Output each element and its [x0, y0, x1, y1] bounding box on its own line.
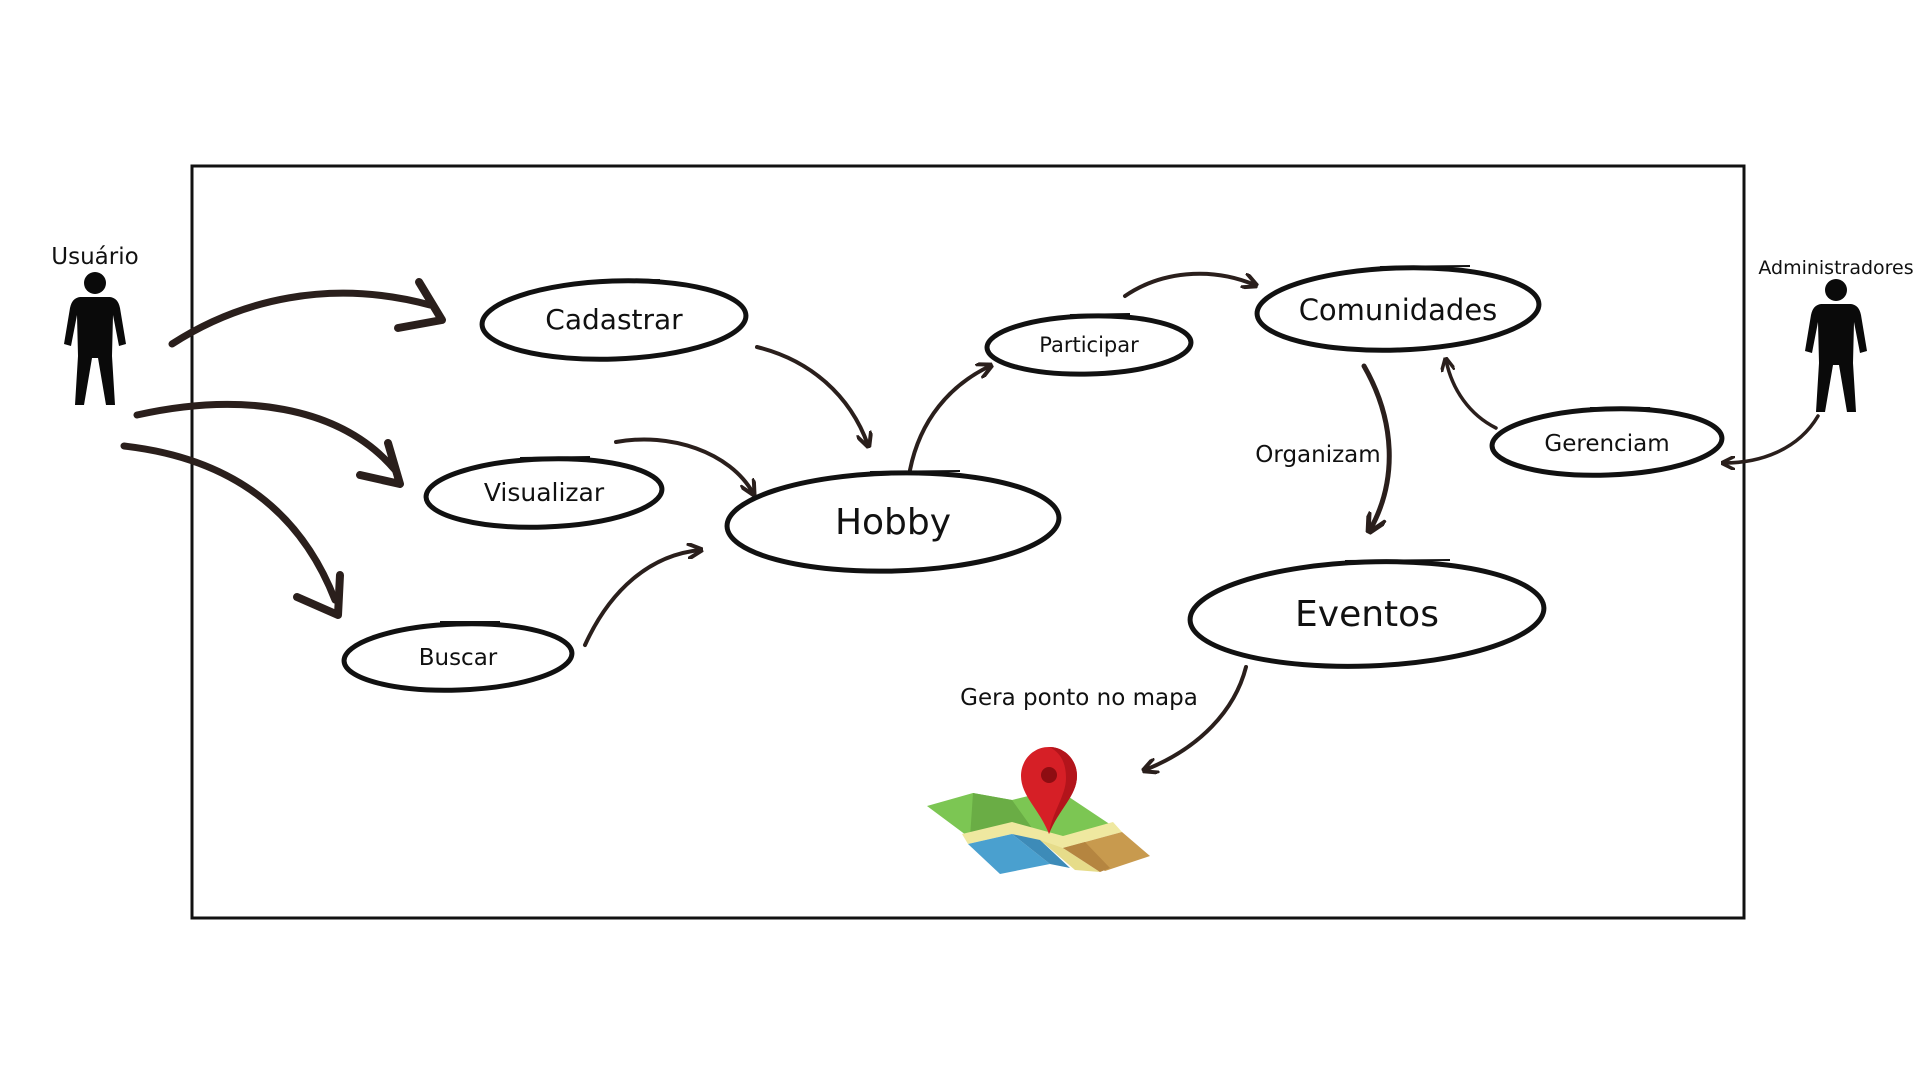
use-case-visualizar: Visualizar — [423, 456, 665, 530]
actor-admin-label: Administradores — [1758, 257, 1913, 279]
use-case-gerenciam: Gerenciam — [1489, 406, 1725, 478]
arrow-eventos-to-map — [1145, 665, 1248, 770]
arrow-buscar-to-hobby — [583, 550, 700, 647]
system-boundary — [190, 164, 1746, 920]
use-case-buscar: Buscar — [341, 621, 575, 693]
label-participar: Participar — [1039, 333, 1139, 357]
stick-figure-icon — [1805, 279, 1867, 412]
use-case-hobby: Hobby — [724, 470, 1062, 574]
stick-figure-icon — [64, 272, 126, 405]
arrows-from-user — [120, 278, 446, 619]
arrow-user-to-visualizar — [133, 401, 399, 474]
label-gerenciam: Gerenciam — [1544, 431, 1669, 457]
relation-organizam: Organizam — [1255, 442, 1380, 468]
arrowhead-buscar — [293, 571, 344, 619]
arrow-comunidades-to-eventos — [1361, 363, 1392, 530]
arrow-admin-to-gerenciam — [1724, 414, 1820, 463]
arrow-participar-to-comunidades — [1123, 271, 1255, 298]
arrowhead-visualizar — [356, 439, 404, 488]
map-pin-icon — [1021, 747, 1077, 834]
label-hobby: Hobby — [835, 502, 951, 543]
actor-usuario-label: Usuário — [51, 244, 138, 270]
arrow-user-to-cadastrar — [168, 289, 434, 348]
relation-gera-ponto: Gera ponto no mapa — [960, 685, 1198, 711]
actor-administradores: Administradores — [1758, 257, 1914, 412]
use-case-comunidades: Comunidades — [1254, 265, 1542, 353]
label-comunidades: Comunidades — [1299, 293, 1498, 327]
arrow-cadastrar-to-hobby — [755, 345, 868, 445]
label-eventos: Eventos — [1295, 594, 1439, 635]
arrow-gerenciam-to-comunidades — [1446, 360, 1498, 430]
arrow-hobby-to-participar — [908, 366, 990, 472]
map-with-pin-icon — [927, 747, 1150, 874]
use-case-eventos: Eventos — [1187, 559, 1547, 669]
label-cadastrar: Cadastrar — [545, 303, 683, 336]
use-case-cadastrar: Cadastrar — [479, 278, 749, 362]
label-visualizar: Visualizar — [484, 478, 605, 507]
arrow-visualizar-to-hobby — [614, 437, 753, 493]
actor-usuario: Usuário — [51, 244, 139, 405]
arrowhead-cadastrar — [394, 278, 446, 332]
thin-arrows — [583, 271, 1820, 770]
arrow-user-to-buscar — [120, 442, 339, 604]
label-buscar: Buscar — [419, 645, 498, 671]
use-case-participar: Participar — [984, 313, 1194, 377]
